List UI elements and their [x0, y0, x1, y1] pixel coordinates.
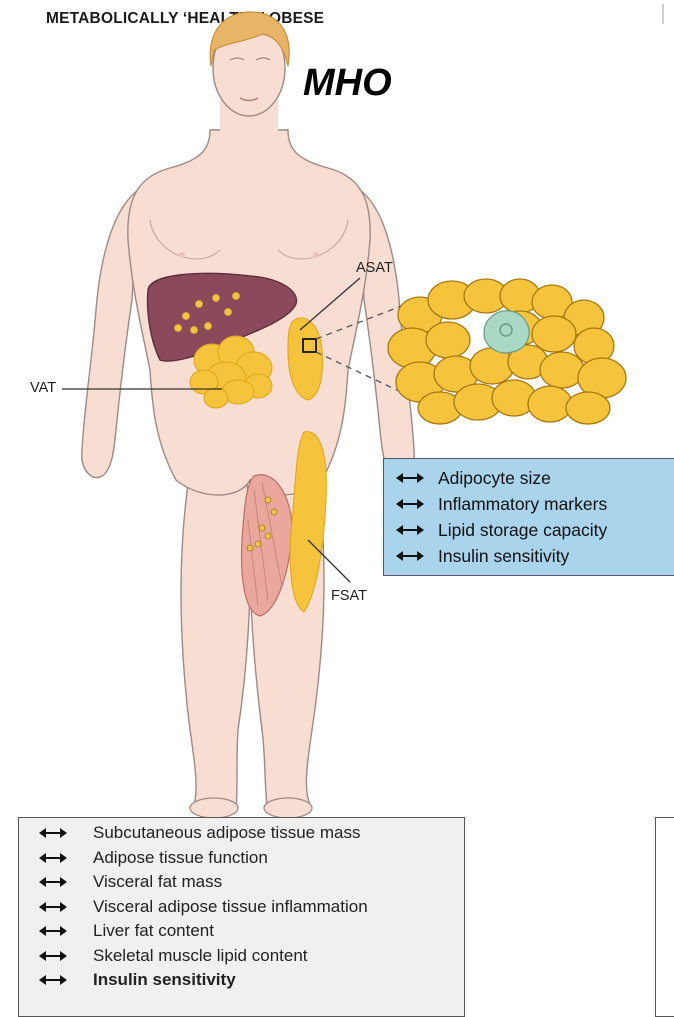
list-item: Inflammatory markers	[396, 491, 674, 517]
list-item-label: Subcutaneous adipose tissue mass	[93, 823, 360, 843]
list-item: Adipose tissue function	[39, 846, 464, 871]
list-item-label: Skeletal muscle lipid content	[93, 946, 308, 966]
abbreviation-heading: MHO	[303, 62, 392, 105]
systemic-summary-box: Subcutaneous adipose tissue mass Adipose…	[18, 817, 465, 1017]
vat-label: VAT	[30, 380, 56, 396]
list-item-label: Adipocyte size	[438, 468, 551, 489]
list-item-label: Insulin sensitivity	[93, 970, 236, 990]
double-arrow-icon	[39, 827, 67, 839]
adipocyte-properties-box: Adipocyte size Inflammatory markers Lipi…	[383, 458, 674, 576]
list-item: Subcutaneous adipose tissue mass	[39, 821, 464, 846]
double-arrow-icon	[396, 550, 424, 562]
double-arrow-icon	[39, 950, 67, 962]
list-item: Visceral adipose tissue inflammation	[39, 895, 464, 920]
fsat-label: FSAT	[331, 588, 367, 604]
double-arrow-icon	[39, 876, 67, 888]
list-item: Liver fat content	[39, 919, 464, 944]
list-item-label: Adipose tissue function	[93, 848, 268, 868]
nipple-right	[313, 252, 319, 258]
list-item-label: Visceral fat mass	[93, 872, 222, 892]
double-arrow-icon	[39, 901, 67, 913]
list-item-label: Inflammatory markers	[438, 494, 607, 515]
double-arrow-icon	[39, 852, 67, 864]
list-item-label: Visceral adipose tissue inflammation	[93, 897, 368, 917]
double-arrow-icon	[396, 498, 424, 510]
adjacent-panel-fragment	[655, 817, 674, 1017]
left-leg	[181, 470, 250, 817]
double-arrow-icon	[39, 974, 67, 986]
list-item: Lipid storage capacity	[396, 517, 674, 543]
list-item-label: Liver fat content	[93, 921, 214, 941]
list-item: Visceral fat mass	[39, 870, 464, 895]
double-arrow-icon	[39, 925, 67, 937]
list-item: Insulin sensitivity	[39, 968, 464, 993]
list-item-label: Lipid storage capacity	[438, 520, 607, 541]
macrophage-cell	[484, 311, 529, 353]
double-arrow-icon	[396, 524, 424, 536]
foot-right	[264, 798, 312, 818]
foot-left	[190, 798, 238, 818]
list-item: Insulin sensitivity	[396, 543, 674, 569]
human-figure	[82, 12, 414, 818]
list-item: Adipocyte size	[396, 465, 674, 491]
double-arrow-icon	[396, 472, 424, 484]
list-item: Skeletal muscle lipid content	[39, 944, 464, 969]
list-item-label: Insulin sensitivity	[438, 546, 569, 567]
nipple-left	[179, 252, 185, 258]
asat-label: ASAT	[356, 260, 393, 276]
